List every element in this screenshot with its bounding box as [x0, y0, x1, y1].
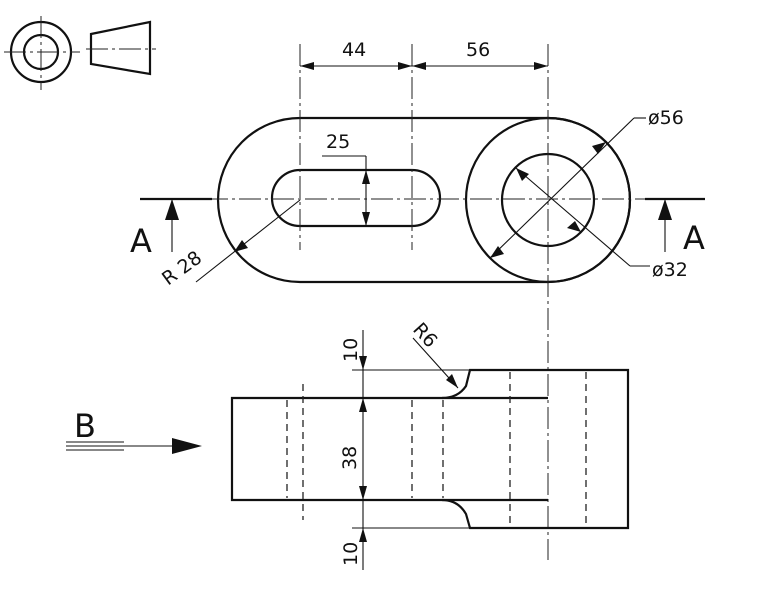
dim-label-dia32: ø32	[652, 259, 688, 281]
dim-label-10-top: 10	[340, 338, 362, 362]
dim-38-arrow-top	[359, 398, 367, 412]
dim-label-44: 44	[342, 39, 366, 61]
dim-56-arrow-right	[534, 62, 548, 70]
dim-r28-leader	[195, 199, 301, 283]
dim-44-arrow-left	[300, 62, 314, 70]
section-label-left: A	[130, 222, 152, 260]
view-b-arrow-head	[172, 438, 202, 454]
dim-dia56-leader	[489, 117, 635, 259]
top-view: A A 44 56 25 R 28 ø56 ø32	[130, 39, 705, 560]
dim-10-top-arrow	[359, 356, 367, 370]
dim-10-bottom-arrow	[359, 528, 367, 542]
dim-label-r28: R 28	[158, 247, 206, 290]
section-arrow-left-head	[165, 199, 179, 220]
dim-label-25: 25	[326, 131, 350, 153]
dim-dia56-arrow-top	[592, 142, 606, 154]
dim-r6-arrow	[446, 374, 458, 388]
dim-25-arrow-top	[362, 170, 370, 184]
dim-38-arrow-bottom	[359, 486, 367, 500]
dim-label-38: 38	[339, 446, 361, 470]
view-label-b: B	[74, 407, 96, 445]
dim-label-r6: R6	[408, 319, 441, 353]
slot-outline	[270, 168, 442, 228]
dim-label-10-bottom: 10	[340, 542, 362, 566]
dim-r28-arrow	[234, 240, 248, 252]
dim-dia32-leader	[515, 167, 631, 267]
section-label-right: A	[683, 219, 705, 257]
dim-dia56-arrow-bottom	[490, 246, 504, 258]
section-arrow-right-head	[658, 199, 672, 220]
projection-symbol	[4, 16, 156, 90]
projection-symbol-frustum	[89, 20, 152, 76]
dim-dia32-arrow-top	[516, 168, 529, 181]
front-view: 10 38 10 R6 B	[66, 319, 630, 570]
dim-label-56: 56	[466, 39, 490, 61]
dim-label-dia56: ø56	[648, 107, 684, 129]
dim-25-arrow-bottom	[362, 212, 370, 226]
dim-dia32-arrow-bottom	[567, 221, 581, 232]
front-view-outline	[230, 368, 630, 530]
dim-44-arrow-right	[398, 62, 412, 70]
top-view-outline	[216, 116, 632, 284]
dim-56-arrow-left	[412, 62, 426, 70]
